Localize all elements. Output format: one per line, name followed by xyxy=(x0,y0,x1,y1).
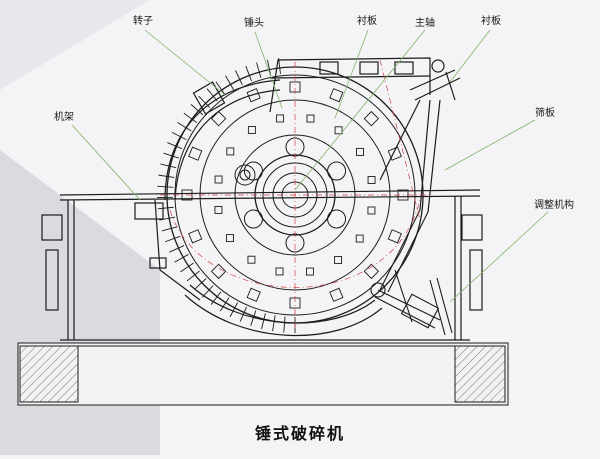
rotor-inner-bolt xyxy=(248,126,255,133)
label-liner-right: 衬板 xyxy=(481,16,501,28)
rotor-inner-bolt xyxy=(227,148,234,155)
rotor-bolt xyxy=(388,230,401,243)
screen-tooth xyxy=(246,66,252,81)
screen-tooth xyxy=(235,71,242,85)
screen-plate xyxy=(185,285,382,336)
label-screen-plate: 筛板 xyxy=(535,108,555,120)
screen-tooth xyxy=(273,315,276,331)
rotor-bolt xyxy=(364,112,378,126)
rotor-bolt xyxy=(247,89,260,102)
label-main-shaft: 主轴 xyxy=(415,18,435,30)
screen-tooth xyxy=(162,227,177,231)
rotor-bolt xyxy=(189,147,202,160)
rotor-inner-bolt xyxy=(226,235,233,242)
screen-tooth xyxy=(284,317,285,333)
screen-tooth xyxy=(262,313,266,329)
rotor-bolt xyxy=(212,112,226,126)
rotor-inner-bolt xyxy=(368,177,375,184)
rotor-bolt xyxy=(247,288,260,301)
label-liner-top: 衬板 xyxy=(357,16,377,28)
adjusting-mechanism xyxy=(371,210,452,335)
diagram-title: 锤式破碎机 xyxy=(0,420,600,444)
rotor-inner-bolt xyxy=(248,256,255,263)
screen-tooth xyxy=(165,236,180,241)
label-hammer: 锤头 xyxy=(244,18,264,30)
rotor-hole xyxy=(244,210,262,228)
label-frame: 机架 xyxy=(54,112,74,124)
rotor-inner-bolt xyxy=(307,115,314,122)
rotor-hole xyxy=(328,210,346,228)
rotor-inner-bolt xyxy=(356,235,363,242)
screen-tooth xyxy=(174,254,188,262)
rotor-inner-bolt xyxy=(215,206,222,213)
foundation xyxy=(18,343,508,405)
label-rotor: 转子 xyxy=(133,16,153,28)
rotor-bolt xyxy=(212,264,226,278)
rotor-inner-bolt xyxy=(335,257,342,264)
rotor-bolt xyxy=(388,147,401,160)
screen-tooth xyxy=(169,246,184,253)
rotor-inner-bolt xyxy=(368,207,375,214)
rotor-inner-bolt xyxy=(277,115,284,122)
rotor-bolt xyxy=(330,288,343,301)
rotor-inner-bolt xyxy=(357,148,364,155)
rotor-bolt xyxy=(330,89,343,102)
rotor-bolt xyxy=(189,230,202,243)
rotor-hole xyxy=(328,162,346,180)
screen-tooth xyxy=(157,186,173,187)
screen-plate-teeth xyxy=(157,58,295,333)
screen-tooth xyxy=(158,207,174,209)
label-adjusting-mechanism: 调整机构 xyxy=(534,200,574,212)
rotor-inner-bolt xyxy=(276,268,283,275)
rotor-inner-bolt xyxy=(306,268,313,275)
screen-tooth xyxy=(256,62,260,77)
rotor-bolt xyxy=(364,264,378,278)
rotor-inner-bolt xyxy=(215,176,222,183)
